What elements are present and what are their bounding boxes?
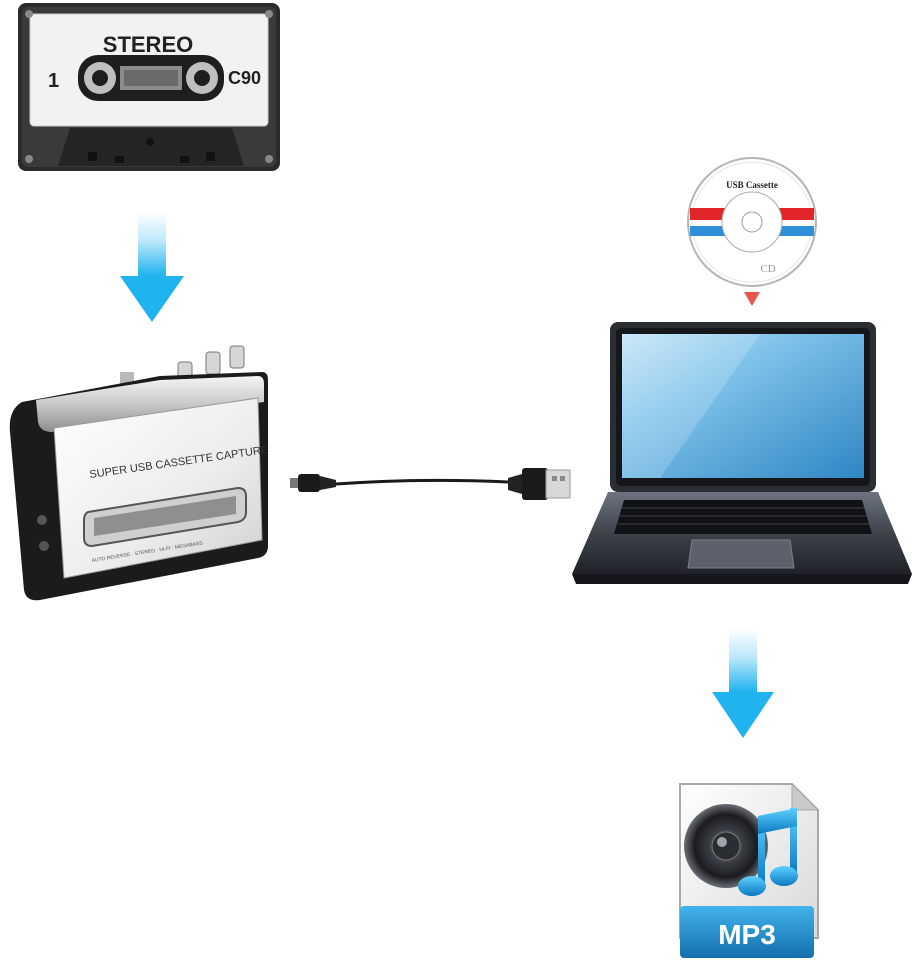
cd-disc-icon: USB Cassette CD <box>687 157 817 306</box>
down-arrow-icon <box>744 292 760 306</box>
cassette-length-text: C90 <box>228 68 261 88</box>
laptop-icon <box>572 322 912 584</box>
music-note-icon <box>738 808 798 896</box>
cassette-brand-text: STEREO <box>103 32 193 57</box>
down-arrow-icon <box>120 212 184 322</box>
usb-cable-icon <box>290 468 571 500</box>
speaker-icon <box>684 804 768 888</box>
mp3-label-text: MP3 <box>718 919 776 950</box>
cassette-side-text: 1 <box>48 70 59 92</box>
cd-logo-text: CD <box>760 263 775 275</box>
cassette-tape-icon: STEREO 1 C90 <box>18 3 280 171</box>
down-arrow-icon <box>712 628 774 738</box>
mp3-file-icon: MP3 <box>679 782 820 958</box>
usb-cassette-player: SUPER USB CASSETTE CAPTURE AUTO REVERSE … <box>9 345 269 601</box>
cd-label-text: USB Cassette <box>726 180 778 190</box>
